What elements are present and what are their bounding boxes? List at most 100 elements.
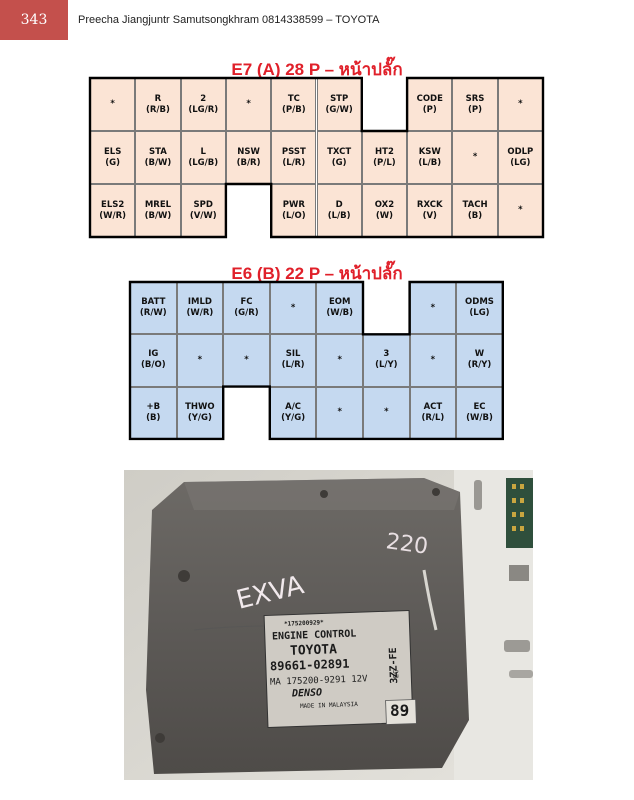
label-sticker-number: 89 [390,701,410,720]
running-header: Preecha Jiangjuntr Samutsongkhram 081433… [78,14,380,26]
e7-outline-path [88,76,545,239]
wire-color: (G/W) [325,104,353,115]
ecu-illustration [124,470,533,780]
e7-pin-cell: * [90,78,136,131]
wire-color: (L/R) [282,157,306,168]
e7-pin-cell: R(R/B) [135,78,181,131]
pin-name: TC [287,93,300,104]
wire-color: (B/O) [141,360,166,371]
e7-pin-cell: * [225,78,272,131]
pin-name: EC [473,401,486,412]
wire-color: (L/B) [327,210,351,221]
pin-name: * [197,354,203,365]
pin-name: SPD [193,199,213,210]
e6-pin-cell: FC(G/R) [223,282,270,335]
wire-color: (P/L) [373,157,396,168]
barcode-text: *175200929* [283,619,324,628]
pin-name: * [472,152,478,162]
pin-name: IG [148,349,159,360]
pin-name: * [337,407,342,418]
pin-name: D [335,199,343,210]
wire-color: (L/B) [418,157,442,168]
pin-name: ODMS [465,297,494,308]
pin-name: NSW [237,146,260,157]
e7-pin-cell: STA(B/W) [135,131,181,184]
pin-name: * [430,354,436,365]
e6-pin-cell: * [409,334,457,387]
e6-pin-cell: * [316,386,363,439]
e6-pin-cell: 3(L/Y) [363,334,410,387]
e6-pin-cell: * [223,334,270,387]
e6-pin-cell: SIL(L/R) [269,334,317,387]
pin-name: * [110,99,115,109]
pin-name: EOM [328,297,351,308]
wire-color: (G/R) [234,308,259,319]
label-part-number: 89661-02891 [269,656,350,674]
pin-name: ACT [423,401,443,412]
pin-name: ODLP [507,146,534,157]
wire-color: (L/O) [282,210,306,221]
e7-pin-cell: TACH(B) [452,184,498,237]
pin-name: STP [330,93,349,104]
e7-pin-cell: ELS(G) [90,131,136,184]
e7-connector-outline [88,76,545,239]
wire-color: (LG/B) [188,157,219,168]
e7-pin-cell: TC(P/B) [271,78,317,131]
pin-name: MREL [144,199,172,210]
e7-pin-cell: * [497,78,543,131]
pin-name: * [518,99,523,109]
pin-name: ELS2 [101,199,125,210]
pin-name: PSST [281,146,306,157]
wire-color: (R/L) [421,412,445,423]
e6-connector-title: E6 (B) 22 P – หน้าปลั๊ก [231,264,403,283]
pin-name: +B [146,401,161,412]
pin-name: PWR [282,199,305,210]
pin-name: * [518,205,523,215]
e6-pin-cell: ACT(R/L) [409,386,457,439]
wire-color: (W/B) [326,308,354,319]
pin-name: STA [149,146,167,157]
pin-name: SRS [465,93,485,104]
e6-pin-grid: BATT(R/W)IMLD(W/R)FC(G/R)*EOM(W/B)*ODMS(… [128,280,504,441]
wire-color: (W/R) [99,210,127,221]
label-ec-code: EC [392,669,401,679]
e6-pin-cell: * [176,334,224,387]
e6-pin-cell: BATT(R/W) [130,282,177,335]
e7-connector-title: E7 (A) 28 P – หน้าปลั๊ก [231,60,403,79]
e7-pin-cell: HT2(P/L) [361,131,408,184]
wire-color: (V/W) [189,210,217,221]
e7-pin-cell: SRS(P) [452,78,498,131]
wire-color: (LG) [510,157,531,168]
wire-color: (LG/R) [188,104,219,115]
pin-name: 3 [383,349,390,360]
e7-pin-cell: ODLP(LG) [497,131,543,184]
e7-pin-cell: MREL(B/W) [135,184,181,237]
e6-pin-cell: * [363,386,410,439]
e6-connector-outline [128,280,504,441]
wire-color: (P/B) [282,104,306,115]
wire-color: (W/B) [466,412,493,423]
pin-name: L [200,146,206,157]
e7-pin-grid: *R(R/B)2(LG/R)*TC(P/B)STP(G/W)CODE(P)SRS… [88,76,545,239]
wire-color: (R/B) [145,104,170,115]
e7-pin-cell: OX2(W) [361,184,408,237]
e7-pin-cell: KSW(L/B) [407,131,453,184]
pin-name: ELS [103,146,122,157]
ecu-photo: EXVA 220 *175200929* ENGINE CONTROL TOYO… [124,470,533,780]
wire-color: (L/R) [281,360,305,371]
e6-pin-cell: * [316,334,363,387]
wire-color: (W) [375,210,394,221]
e7-pin-cell: PSST(L/R) [271,131,317,184]
wire-color: (G) [331,157,347,168]
wire-color: (Y/G) [281,412,306,423]
pin-name: R [154,93,162,104]
wire-color: (P) [422,104,437,115]
pin-name: A/C [285,401,302,412]
pin-name: IMLD [187,297,212,308]
e6-pin-cell: * [409,282,457,335]
wire-color: (B) [146,412,161,423]
e7-pin-cell: NSW(B/R) [225,131,272,184]
pin-name: HT2 [375,146,394,157]
pin-name: OX2 [374,199,395,210]
pin-name: RXCK [416,199,443,210]
